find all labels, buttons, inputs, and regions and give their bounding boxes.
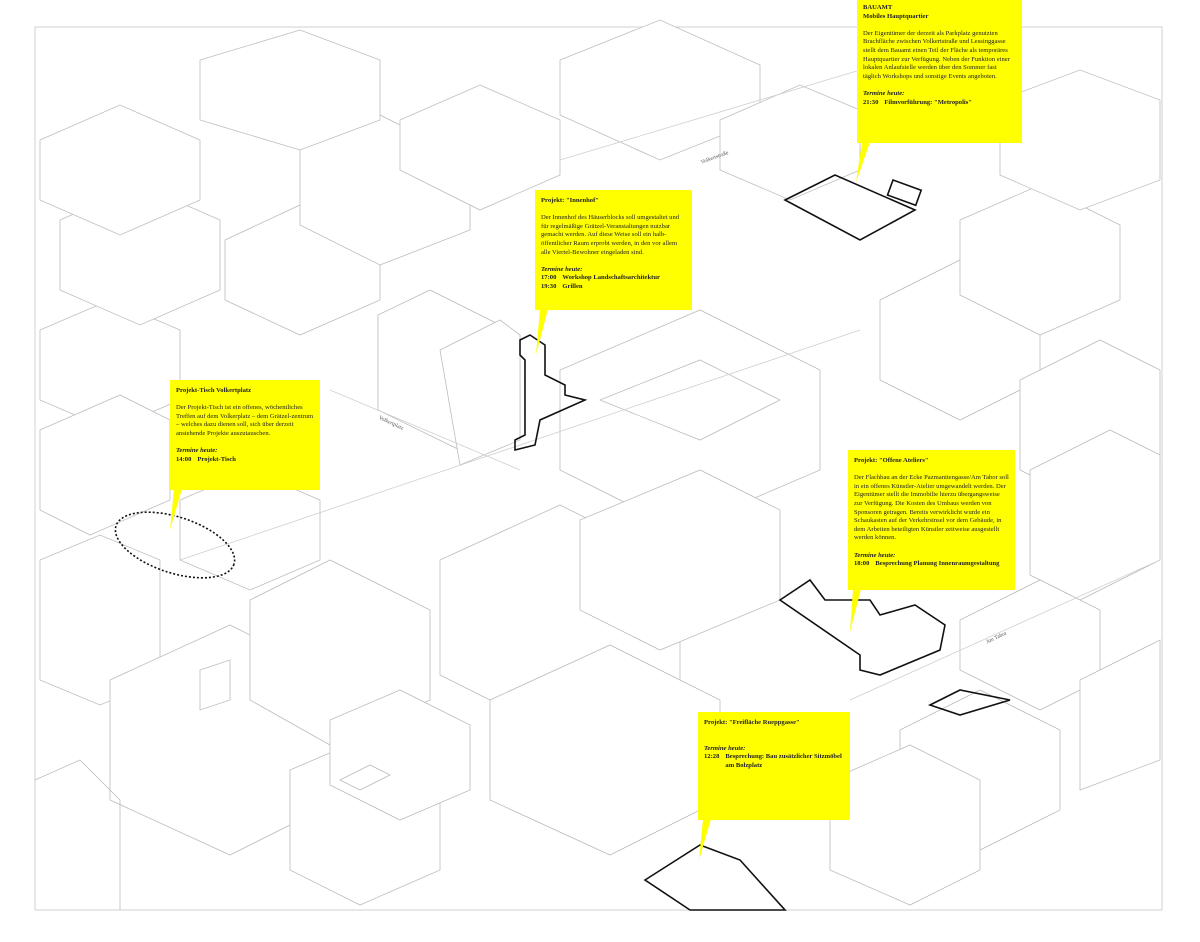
callout-innenhof: Projekt: "Innenhof" Der Innenhof des Häu… xyxy=(535,190,692,310)
site-ateliers xyxy=(778,578,946,676)
billboard xyxy=(886,178,923,207)
event-time: 14:00 xyxy=(176,455,192,463)
event-row: 21:30 Filmvorführung: "Metropolis" xyxy=(863,99,1016,108)
termine-label: Termine heute: xyxy=(863,89,905,97)
callout-title: BAUAMT xyxy=(863,4,893,11)
callout-title: Projekt: "Innenhof" xyxy=(541,197,599,204)
event-row: 18:00 Besprechung Planung Innenraumgestal… xyxy=(854,560,1009,569)
event-time: 17:00 xyxy=(541,274,557,282)
callout-offene-ateliers: Projekt: "Offene Ateliers" Der Flachbau … xyxy=(848,450,1015,590)
building-outlines xyxy=(34,19,1161,910)
callout-bauamt: BAUAMT Mobiles Hauptquartier Der Eigentü… xyxy=(857,0,1022,143)
callout-text: Der Eigentümer der derzeit als Parkplatz… xyxy=(863,29,1010,80)
callout-text: Der Flachbau an der Ecke Pazmanitengasse… xyxy=(854,474,1009,542)
event-label: Filmvorführung: "Metropolis" xyxy=(884,98,972,106)
site-bauamt xyxy=(783,174,917,241)
termine-label: Termine heute: xyxy=(704,744,746,752)
event-time: 12:28 xyxy=(704,753,720,761)
event-label: Grillen xyxy=(562,282,583,290)
project-sites xyxy=(114,174,1011,911)
site-innenhof xyxy=(514,334,588,452)
site-volkertplatz xyxy=(114,511,236,579)
event-label: Workshop Landschaftsarchitektur xyxy=(562,274,660,282)
event-time: 21:30 xyxy=(863,98,879,106)
event-time: 19:30 xyxy=(541,282,557,290)
site-am-tabor xyxy=(927,689,1011,716)
callout-freiflaeche: Projekt: "Freifläche Rueppgasse" Termine… xyxy=(698,712,850,820)
callout-projekt-tisch: Projekt-Tisch Volkertplatz Der Projekt-T… xyxy=(170,380,320,490)
termine-label: Termine heute: xyxy=(176,447,218,455)
termine-label: Termine heute: xyxy=(854,551,896,559)
event-row: 17:00 Workshop Landschaftsarchitektur xyxy=(541,274,686,283)
callout-title: Projekt: "Freifläche Rueppgasse" xyxy=(704,719,800,726)
event-time: 18:00 xyxy=(854,560,870,568)
event-row: 14:00 Projekt-Tisch xyxy=(176,456,314,465)
event-label: Besprechung Planung Innenraumgestaltung xyxy=(875,560,1000,568)
event-row: 12:28 Besprechung: Bau zusätzlicher Sitzm… xyxy=(704,753,844,770)
event-row: 19:30 Grillen xyxy=(541,283,686,292)
callout-title: Projekt-Tisch Volkertplatz xyxy=(176,387,252,394)
callout-title: Projekt: "Offene Ateliers" xyxy=(854,457,929,464)
site-rueppgasse xyxy=(643,844,787,911)
callout-tails xyxy=(170,142,870,860)
callout-text: Der Projekt-Tisch ist ein offenes, wöche… xyxy=(176,404,314,437)
event-label: Projekt-Tisch xyxy=(197,455,236,463)
termine-label: Termine heute: xyxy=(541,265,583,273)
callout-subtitle: Mobiles Hauptquartier xyxy=(863,12,929,20)
callout-text: Der Innenhof des Häuserblocks soll umges… xyxy=(541,214,680,256)
event-label: Besprechung: Bau zusätzlicher Sitzmöbel … xyxy=(725,753,842,769)
map-frame xyxy=(34,26,1163,911)
